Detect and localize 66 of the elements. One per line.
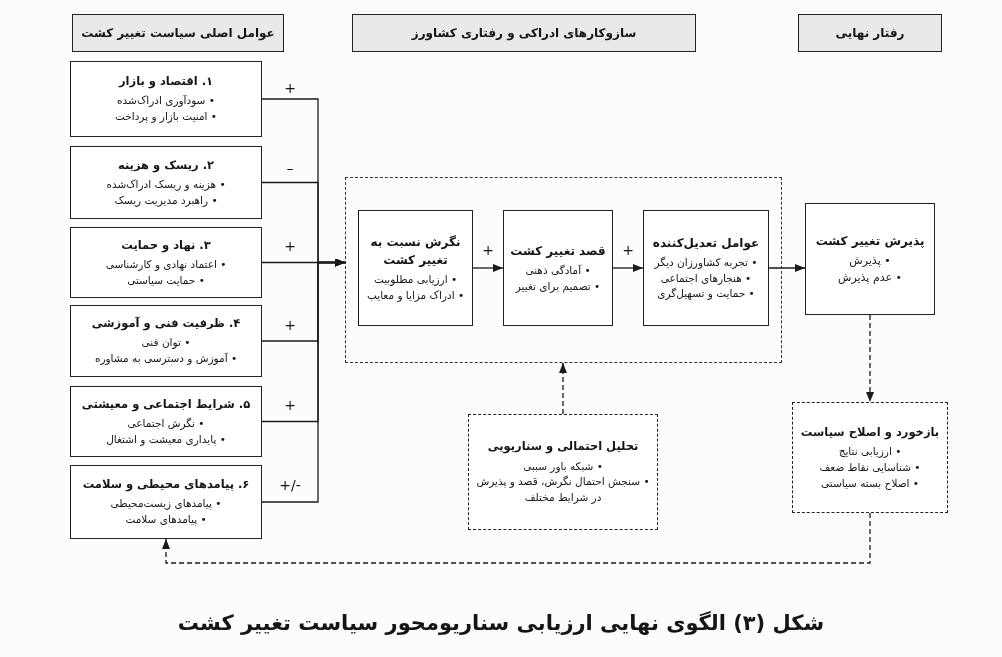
dashed-box — [792, 402, 948, 513]
process-box — [643, 210, 769, 326]
bullet-text: • حمایت سیاستی — [127, 272, 205, 288]
dashed-frame — [345, 177, 782, 363]
arrow — [472, 264, 504, 272]
bullet-text: • پذیرش — [849, 253, 891, 269]
factor-box — [70, 465, 262, 539]
edge-label: +/- — [277, 477, 303, 493]
header-box — [72, 14, 284, 52]
dashed-arrow — [559, 362, 567, 415]
dashed-arrow — [162, 512, 871, 564]
bullet-text: • آمادگی ذهنی — [525, 262, 591, 278]
bullet-text: • نگرش اجتماعی — [127, 415, 205, 432]
bullet-text: • سنجش احتمال نگرش، قصد و پذیرش در شرایط مختلف — [475, 474, 651, 506]
bullet-text: • عدم پذیرش — [838, 269, 902, 286]
process-box — [503, 210, 613, 326]
arrow — [612, 264, 644, 272]
bullet-text: • هنجارهای اجتماعی — [660, 270, 752, 287]
figure-caption: شکل (۳) الگوی نهایی ارزیابی سناریومحور سیاست تغییر کشت — [176, 610, 826, 637]
heading: ۲. ریسک و هزینه — [117, 156, 215, 174]
bullet-text: • شناسایی نقاط ضعف — [819, 459, 921, 475]
bullet-text: • توان فنی — [141, 335, 191, 351]
factor-box — [70, 61, 262, 137]
heading: ۶. پیامدهای محیطی و سلامت — [82, 476, 250, 494]
bullet-text: • راهبرد مدیریت ریسک — [114, 192, 218, 209]
bullet-text: • ادراک مزایا و معایب — [366, 287, 465, 304]
heading: نگرش نسبت به تغییر کشت — [369, 233, 462, 269]
arrow — [768, 264, 806, 272]
header-box — [798, 14, 942, 52]
factor-box — [70, 386, 262, 457]
heading: تحلیل احتمالی و سناریویی — [487, 438, 639, 456]
heading: بازخورد و اصلاح سیاست — [800, 423, 940, 441]
bullet-text: • تجربه کشاورزان دیگر — [654, 254, 758, 271]
dashed-box — [468, 414, 658, 530]
bullet-text: • شبکه باور سببی — [523, 458, 603, 475]
arrow — [261, 258, 346, 503]
heading: عوامل اصلی سیاست تغییر کشت — [81, 25, 275, 42]
bullet-text: • ارزیابی مطلوبیت — [373, 271, 458, 288]
factor-box — [70, 146, 262, 219]
bullet-text: • سودآوری ادراک‌شده — [117, 93, 215, 109]
factor-box — [70, 227, 262, 298]
bullet-text: • حمایت و تسهیل‌گری — [657, 286, 755, 302]
bullet-text: • اعتماد نهادی و کارشناسی — [105, 256, 227, 273]
bullet-text: • پیامدهای سلامت — [125, 512, 207, 528]
bullet-text: • تصمیم برای تغییر — [515, 278, 601, 295]
heading: پذیرش تغییر کشت — [815, 233, 925, 250]
factor-box — [70, 305, 262, 377]
heading: رفتار نهایی — [835, 25, 905, 42]
bullet-text: • امنیت بازار و پرداخت — [114, 109, 218, 125]
process-box — [358, 210, 473, 326]
bullet-text: • پیامدهای زیست‌محیطی — [110, 496, 222, 512]
header-box — [352, 14, 696, 52]
heading: عوامل تعدیل‌کننده — [652, 234, 760, 252]
heading: ۵. شرایط اجتماعی و معیشتی — [81, 395, 251, 413]
heading: ۱. اقتصاد و بازار — [118, 73, 214, 91]
heading: ۳. نهاد و حمایت — [121, 236, 211, 254]
heading: ۴. ظرفیت فنی و آموزشی — [91, 315, 241, 333]
bullet-text: • آموزش و دسترسی به مشاوره — [94, 351, 238, 367]
bullet-text: • پایداری معیشت و اشتغال — [106, 431, 226, 448]
heading: سازوکارهای ادراکی و رفتاری کشاورز — [411, 25, 637, 42]
bullet-text: • هزینه و ریسک ادراک‌شده — [106, 176, 226, 193]
bullet-text: • اصلاح بسته سیاستی — [820, 475, 920, 492]
outcome-box — [805, 203, 935, 315]
heading: قصد تغییر کشت — [510, 242, 606, 260]
bullet-text: • ارزیابی نتایج — [838, 444, 902, 460]
dashed-arrow — [866, 314, 874, 403]
